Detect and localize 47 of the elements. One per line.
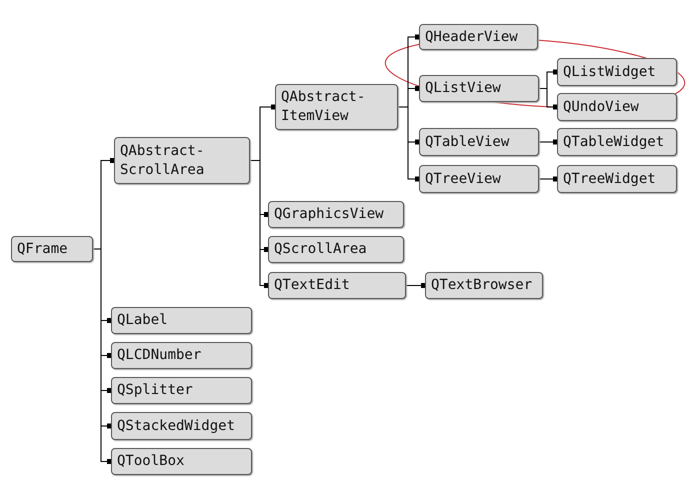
connector: [398, 106, 420, 182]
connector: [538, 140, 558, 144]
class-box: [111, 377, 252, 404]
class-name: QScrollArea: [274, 240, 367, 259]
class-name: QLCDNumber: [117, 346, 202, 365]
class-box: [114, 137, 250, 184]
class-box: [419, 165, 539, 193]
class-box: [557, 58, 677, 86]
connector: [538, 176, 558, 182]
class-box: [419, 75, 539, 102]
class-name: QToolBox: [117, 452, 184, 471]
class-name: QUndoView: [563, 98, 639, 116]
class-box: [419, 128, 539, 156]
class-name: QAbstract- ScrollArea: [120, 142, 206, 180]
connector: [406, 283, 426, 288]
connector: [250, 160, 269, 288]
class-box: [111, 307, 252, 334]
class-box: [557, 93, 677, 121]
connector: [538, 88, 558, 110]
class-box: [111, 342, 252, 369]
class-box: [419, 24, 538, 50]
class-box: [275, 84, 398, 130]
class-box: [111, 448, 252, 475]
class-name: QTextEdit: [274, 276, 350, 295]
class-name: QTableView: [425, 132, 510, 152]
class-name: QSplitter: [117, 381, 193, 400]
class-name: QTextBrowser: [431, 276, 532, 295]
class-name: QStackedWidget: [117, 416, 236, 436]
class-box: [268, 236, 404, 263]
class-name: QGraphicsView: [274, 205, 384, 224]
class-box: [557, 128, 677, 156]
class-box: [111, 412, 252, 440]
class-box: [11, 236, 93, 262]
class-name: QLabel: [117, 311, 168, 330]
class-name: QHeaderView: [425, 28, 518, 46]
class-box: [425, 272, 543, 299]
class-name: QTableWidget: [563, 132, 664, 152]
class-name: QTreeView: [425, 170, 501, 188]
class-name: QFrame: [17, 240, 68, 258]
class-name: QTreeWidget: [563, 170, 656, 188]
class-name: QAbstract- ItemView: [281, 88, 366, 126]
class-box: [557, 165, 677, 193]
class-box: [268, 272, 406, 299]
connector: [92, 248, 112, 464]
class-box: [268, 201, 404, 228]
class-name: QListView: [425, 79, 501, 98]
class-name: QListWidget: [563, 62, 656, 82]
